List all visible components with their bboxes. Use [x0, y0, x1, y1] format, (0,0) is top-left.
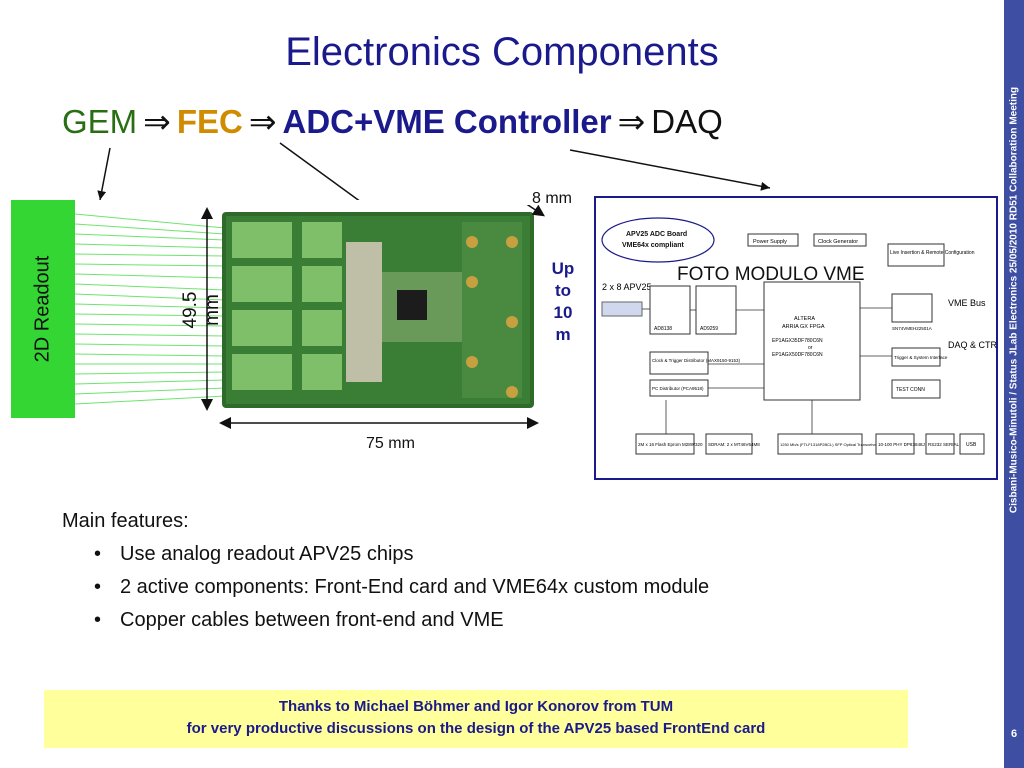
readout-strips	[75, 213, 225, 405]
thanks-line: Thanks to Michael Böhmer and Igor Konoro…	[278, 698, 674, 715]
cable-note-line: Up	[551, 259, 575, 278]
features-list: Main features: Use analog readout APV25 …	[62, 510, 709, 642]
gem-pointer	[97, 147, 111, 200]
test-connector: TEST CONN	[896, 387, 925, 393]
sfp-transceiver: 1250 Mb/s (FTLF1318P2BCL) SFP Optical Tr…	[780, 442, 878, 447]
board-title: APV25 ADC Board	[626, 231, 687, 238]
fpga-line: ARRIA GX FPGA	[782, 324, 825, 330]
page-number: 6	[1010, 728, 1018, 740]
feature-item: Use analog readout APV25 chips	[88, 543, 709, 566]
readout-plane: 2D Readout	[11, 200, 75, 418]
fec-board-photo	[222, 212, 534, 408]
feature-item: 2 active components: Front-End card and …	[88, 576, 709, 599]
pc-distributor: PC Distributor (PCA9518)	[652, 386, 704, 391]
rs232-port: RS232 SERIAL	[928, 442, 960, 447]
sdram: SDRAM: 2 x MT46V64M8	[708, 442, 760, 447]
flow-gem: GEM	[62, 103, 138, 140]
trigger-distributor: Clock & Trigger Distributor (MAX9150-915…	[652, 358, 741, 363]
fpga-line: EP1AGX50DF780C6N	[772, 352, 823, 358]
features-heading: Main features:	[62, 510, 189, 532]
adc-pointer	[569, 149, 771, 191]
pointer-arrows	[97, 142, 771, 200]
cable-note-line: to	[554, 281, 572, 300]
flow-daq: DAQ	[651, 103, 723, 140]
readout-label: 2D Readout	[31, 255, 54, 363]
trigger-interface: Trigger & System Interface	[894, 355, 948, 360]
feature-item: Copper cables between front-end and VME	[88, 609, 709, 632]
fec-pointer	[279, 142, 360, 200]
vme-bus: VME Bus	[948, 298, 986, 308]
width-label: 75 mm	[366, 435, 415, 452]
side-bar: Cisbani-Musico-Minutoli / Status JLab El…	[1004, 0, 1024, 768]
component-flow: GEM⇒FEC⇒ADC+VME Controller⇒DAQ	[62, 102, 723, 141]
fpga-line: or	[808, 345, 813, 351]
cable-length-note: Up to 10 m	[545, 258, 581, 346]
apv-input: 2 x 8 APV25	[602, 282, 652, 292]
vme-transceiver: SN74VMEH22501A	[892, 326, 932, 331]
cable-note-line: m	[555, 325, 571, 344]
flow-arrow-icon: ⇒	[143, 103, 171, 140]
adc-driver: AD8138	[654, 326, 672, 332]
clock-generator: Clock Generator	[818, 239, 858, 245]
daq-ctrl: DAQ & CTRL	[948, 340, 996, 350]
adc-chip: AD9259	[700, 326, 718, 332]
vme-module-diagram: APV25 ADC Board VME64x compliant Power S…	[594, 196, 1002, 480]
board-subtitle: VME64x compliant	[622, 242, 685, 249]
phy-chip: 10-100 PHY DP83848J	[878, 442, 925, 447]
flow-fec: FEC	[176, 103, 243, 140]
photo-placeholder-caption: FOTO MODULO VME	[677, 264, 865, 285]
flow-arrow-icon: ⇒	[617, 103, 646, 140]
slide-title: Electronics Components	[285, 30, 719, 74]
live-insertion: Live Insertion & Remote Configuration	[890, 250, 975, 256]
dimension-markers	[201, 205, 545, 429]
fpga-line: ALTERA	[794, 316, 815, 322]
acknowledgement-box: Thanks to Michael Böhmer and Igor Konoro…	[44, 690, 908, 748]
power-supply: Power Supply	[753, 239, 787, 245]
flash-eprom: 2M x 16 Flash Eprom M28W320	[638, 442, 703, 447]
cable-note-line: 10	[553, 303, 573, 322]
flow-adc-controller: ADC+VME Controller	[282, 103, 612, 140]
vme-block-diagram: APV25 ADC Board VME64x compliant Power S…	[601, 217, 1002, 455]
fpga-line: EP1AGX35DF780C6N	[772, 338, 823, 344]
height-label: 49.5 mm	[180, 291, 223, 329]
thickness-label: 8 mm	[532, 190, 572, 207]
sidebar-text: Cisbani-Musico-Minutoli / Status JLab El…	[1008, 86, 1020, 514]
thanks-line: for very productive discussions on the d…	[186, 720, 766, 737]
usb-port: USB	[966, 442, 977, 448]
flow-arrow-icon: ⇒	[248, 103, 277, 140]
